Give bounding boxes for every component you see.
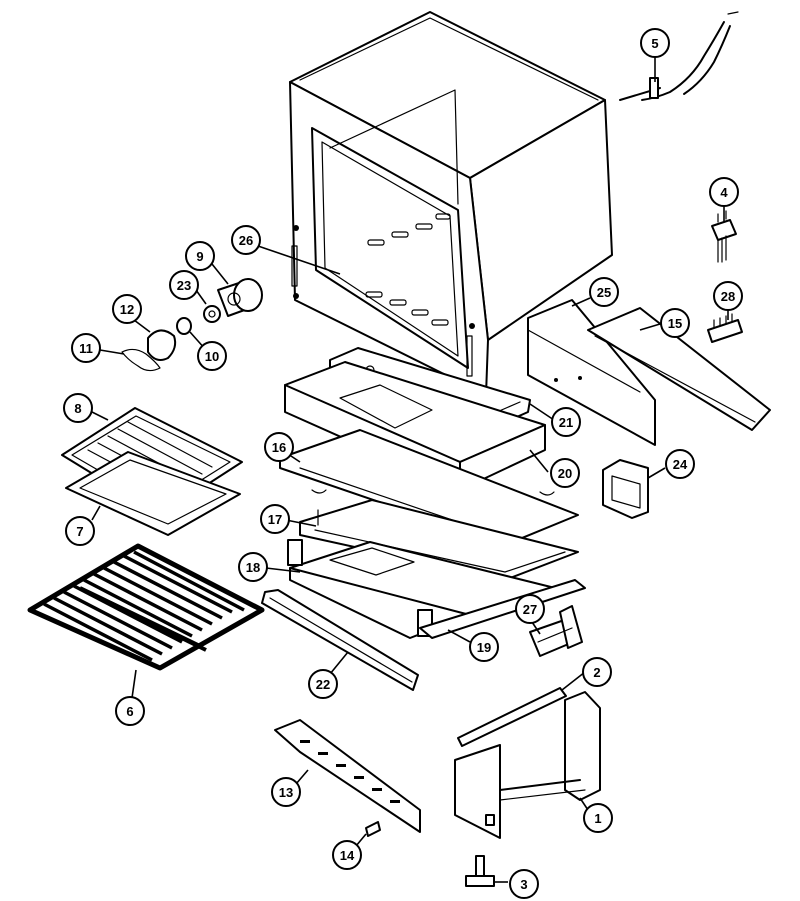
callout-23: 23 bbox=[169, 270, 199, 300]
vent-bracket bbox=[274, 719, 421, 833]
leveling-leg bbox=[465, 855, 495, 887]
callout-3-label: 3 bbox=[520, 877, 527, 892]
callout-18: 18 bbox=[238, 552, 268, 582]
callout-16-label: 16 bbox=[272, 440, 286, 455]
callout-19: 19 bbox=[469, 632, 499, 662]
callout-10-label: 10 bbox=[205, 349, 219, 364]
callout-22: 22 bbox=[308, 669, 338, 699]
callout-21: 21 bbox=[551, 407, 581, 437]
callout-23-label: 23 bbox=[177, 278, 191, 293]
mounting-bracket bbox=[602, 459, 649, 519]
callout-8: 8 bbox=[63, 393, 93, 423]
callout-26: 26 bbox=[231, 225, 261, 255]
callout-12: 12 bbox=[112, 294, 142, 324]
oven-cavity bbox=[289, 11, 613, 396]
callout-9-label: 9 bbox=[196, 249, 203, 264]
callout-20: 20 bbox=[550, 458, 580, 488]
callout-18-label: 18 bbox=[246, 560, 260, 575]
callout-12-label: 12 bbox=[120, 302, 134, 317]
broiler-tray bbox=[65, 451, 241, 536]
callout-24: 24 bbox=[665, 449, 695, 479]
front-trim-strip bbox=[261, 589, 419, 691]
callout-4-label: 4 bbox=[720, 185, 728, 200]
callout-3: 3 bbox=[509, 869, 539, 899]
callout-13: 13 bbox=[271, 777, 301, 807]
rear-panel bbox=[587, 307, 771, 431]
callout-20-label: 20 bbox=[558, 466, 572, 481]
callout-28-label: 28 bbox=[721, 289, 735, 304]
callout-16: 16 bbox=[264, 432, 294, 462]
callout-24-label: 24 bbox=[673, 457, 688, 472]
callout-17: 17 bbox=[260, 504, 290, 534]
callout-8-label: 8 bbox=[74, 401, 81, 416]
callout-27-label: 27 bbox=[523, 602, 537, 617]
callout-2: 2 bbox=[582, 657, 612, 687]
callout-6-label: 6 bbox=[126, 704, 133, 719]
callout-7-label: 7 bbox=[76, 524, 83, 539]
callout-13-label: 13 bbox=[279, 785, 293, 800]
callout-11: 11 bbox=[71, 333, 101, 363]
callout-17-label: 17 bbox=[268, 512, 282, 527]
callout-10: 10 bbox=[197, 341, 227, 371]
callout-7: 7 bbox=[65, 516, 95, 546]
callout-6: 6 bbox=[115, 696, 145, 726]
terminal-block bbox=[707, 313, 743, 343]
screw bbox=[365, 821, 381, 837]
back-panel bbox=[527, 299, 656, 446]
callout-4: 4 bbox=[709, 177, 739, 207]
bracket-pair bbox=[529, 605, 583, 657]
callout-25: 25 bbox=[589, 277, 619, 307]
callout-5-label: 5 bbox=[651, 36, 658, 51]
callout-15: 15 bbox=[660, 308, 690, 338]
callout-22-label: 22 bbox=[316, 677, 330, 692]
callout-21-label: 21 bbox=[559, 415, 573, 430]
callout-26-label: 26 bbox=[239, 233, 253, 248]
callout-5: 5 bbox=[640, 28, 670, 58]
leveling-frame bbox=[454, 687, 601, 839]
power-cord bbox=[619, 11, 739, 101]
callout-14-label: 14 bbox=[340, 848, 355, 863]
callout-11-label: 11 bbox=[79, 341, 93, 356]
callout-27: 27 bbox=[515, 594, 545, 624]
bottom-panel bbox=[279, 429, 579, 546]
callout-25-label: 25 bbox=[597, 285, 611, 300]
callout-1-label: 1 bbox=[594, 811, 601, 826]
callout-9: 9 bbox=[185, 241, 215, 271]
callout-19-label: 19 bbox=[477, 640, 491, 655]
callout-28: 28 bbox=[713, 281, 743, 311]
oven-rack bbox=[27, 543, 265, 671]
callout-2-label: 2 bbox=[593, 665, 600, 680]
callout-15-label: 15 bbox=[668, 316, 682, 331]
leader-lines bbox=[91, 56, 729, 883]
oven-light-assembly bbox=[121, 278, 263, 372]
callout-1: 1 bbox=[583, 803, 613, 833]
callout-14: 14 bbox=[332, 840, 362, 870]
